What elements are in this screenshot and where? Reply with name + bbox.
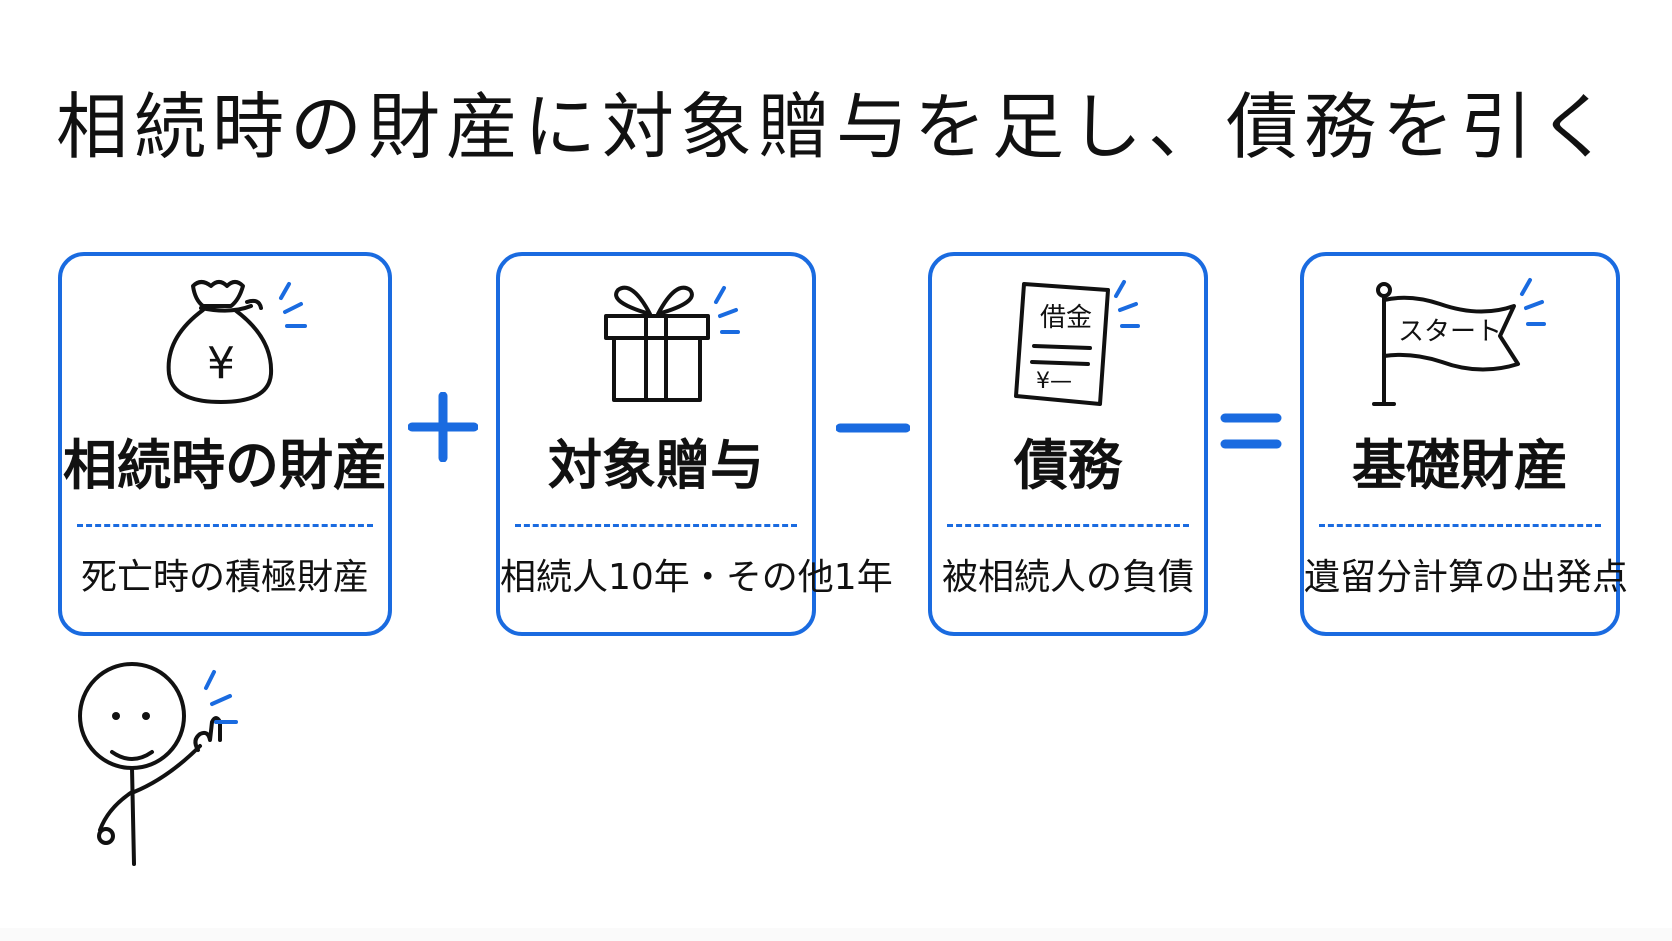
minus-icon xyxy=(835,420,911,434)
plus-icon xyxy=(407,391,479,463)
card-description: 相続人10年・その他1年 xyxy=(500,557,893,598)
card-base-assets: スタート 基礎財産 遺留分計算の出発点 xyxy=(1300,252,1629,636)
money-bag-icon: ¥ xyxy=(62,274,388,414)
debt-amount: ¥— xyxy=(1036,369,1072,394)
card-heading: 対象贈与 xyxy=(548,434,764,497)
card-heading: 相続時の財産 xyxy=(63,434,387,497)
dashed-divider xyxy=(77,524,373,527)
debt-document-icon: 借金 ¥— xyxy=(932,274,1204,414)
gift-icon xyxy=(500,274,812,414)
bottom-strip xyxy=(0,928,1672,941)
yen-symbol: ¥ xyxy=(207,338,235,389)
dashed-divider xyxy=(947,524,1189,527)
card-inherited-assets: ¥ 相続時の財産 死亡時の積極財産 xyxy=(58,252,392,636)
card-target-gifts: 対象贈与 相続人10年・その他1年 xyxy=(496,252,893,636)
card-debts: 借金 ¥— 債務 被相続人の負債 xyxy=(928,252,1208,636)
equals-icon xyxy=(1220,410,1282,452)
card-heading: 債務 xyxy=(1014,434,1122,497)
page-title: 相続時の財産に対象贈与を足し、債務を引く xyxy=(55,85,1616,169)
dashed-divider xyxy=(1319,524,1601,527)
card-description: 被相続人の負債 xyxy=(941,557,1194,598)
start-flag-icon: スタート xyxy=(1304,274,1616,414)
card-description: 遺留分計算の出発点 xyxy=(1304,557,1629,598)
debt-label: 借金 xyxy=(1040,303,1092,333)
card-description: 死亡時の積極財産 xyxy=(80,557,369,598)
card-heading: 基礎財産 xyxy=(1352,434,1568,497)
stick-figure-pointing-icon xyxy=(70,660,260,870)
start-label: スタート xyxy=(1398,317,1502,347)
dashed-divider xyxy=(515,524,797,527)
